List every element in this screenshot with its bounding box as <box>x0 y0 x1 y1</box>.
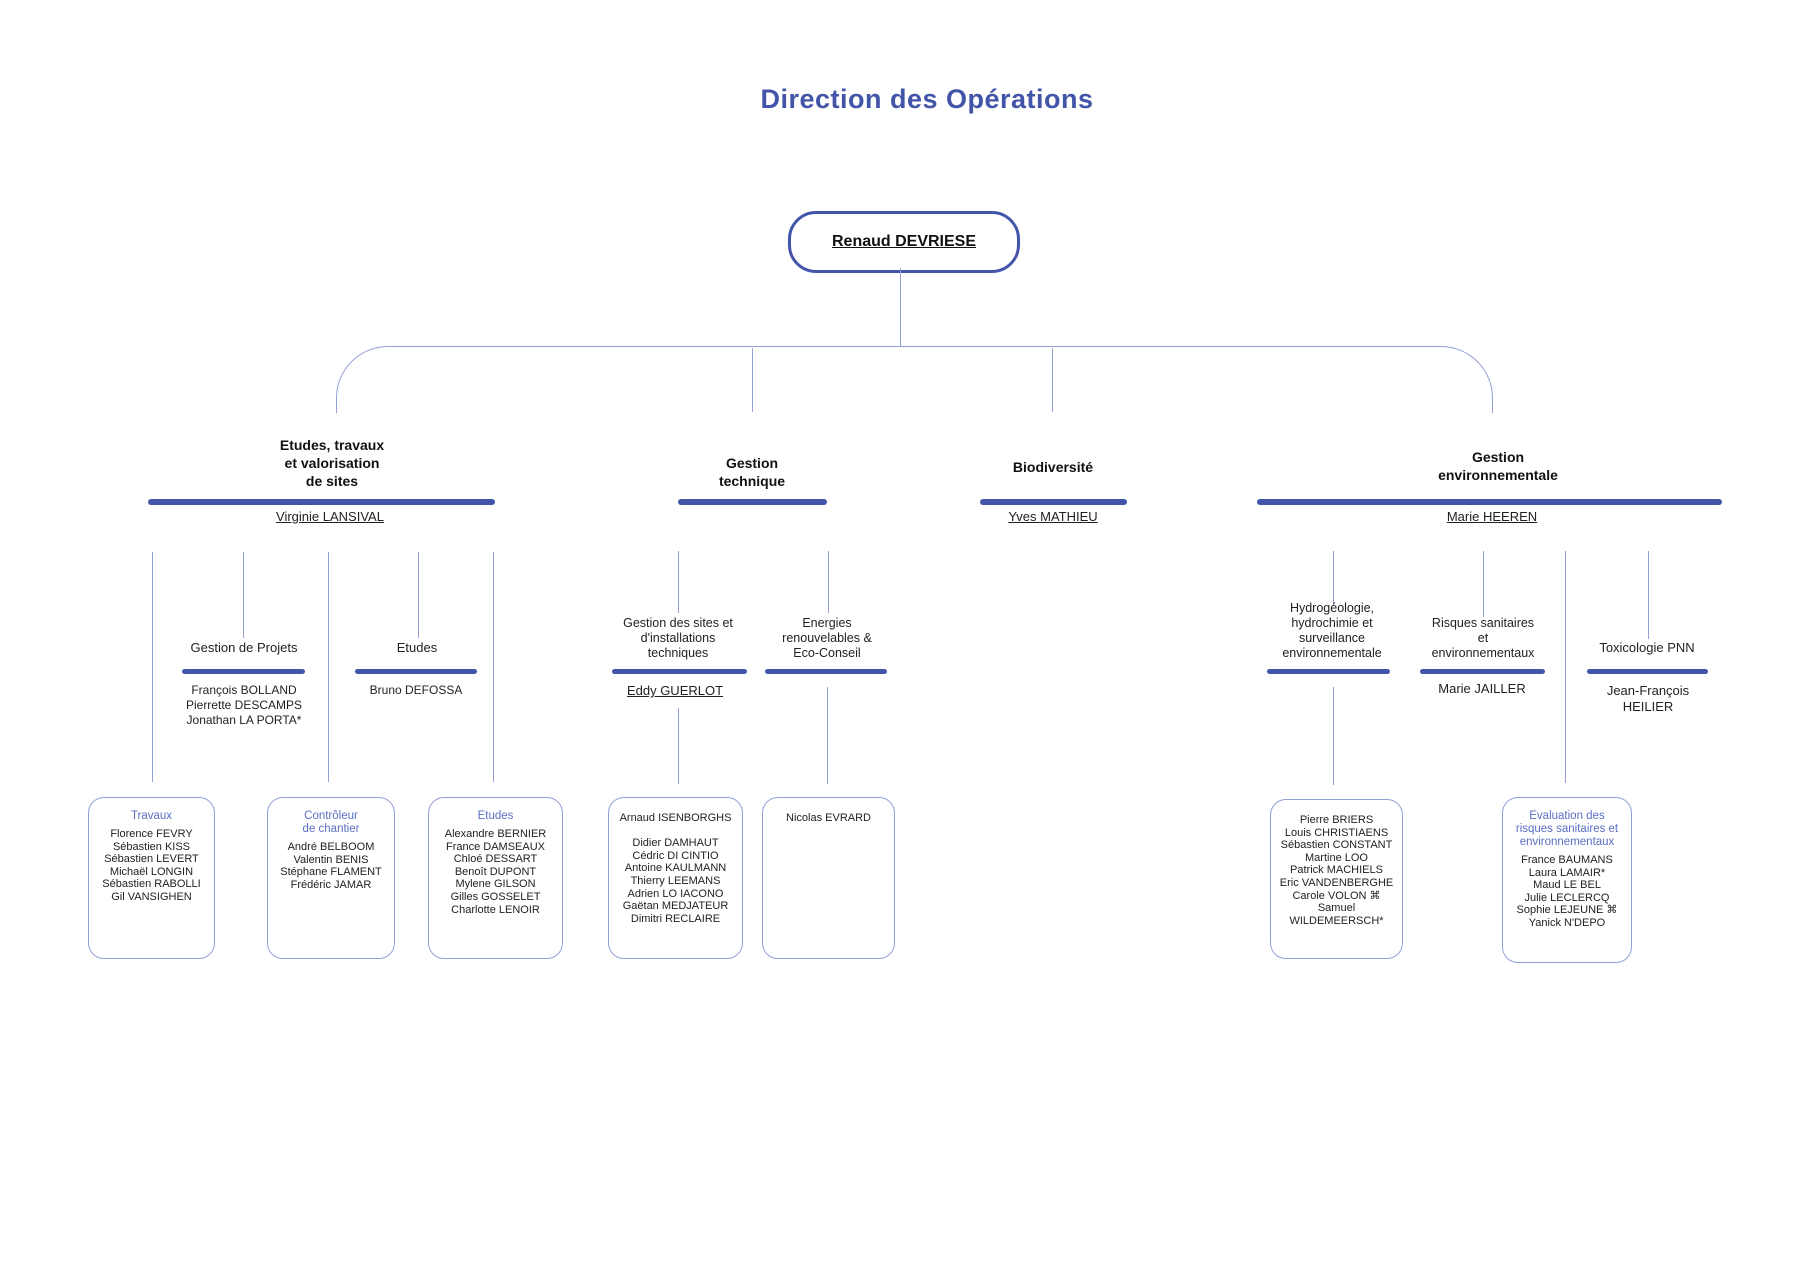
branch4-sub1-title: Hydrogéologie, hydrochimie et surveillan… <box>1282 601 1382 660</box>
team-controleur-title: Contrôleur de chantier <box>302 810 360 835</box>
branch2-sub2-bar <box>765 669 887 674</box>
branch1-sub1-members: François BOLLAND Pierrette DESCAMPS Jona… <box>185 683 303 727</box>
team-box-energies: Nicolas EVRARD <box>762 797 895 959</box>
team-hydrogeologie-members: Pierre BRIERS Louis CHRISTIAENS Sébastie… <box>1279 814 1394 927</box>
branch1-line-sub1 <box>243 552 244 638</box>
team-gestion-sites-members: Arnaud ISENBORGHS Didier DAMHAUT Cédric … <box>619 812 732 925</box>
branch3-manager: Yves MATHIEU <box>1008 509 1098 524</box>
team-box-etudes: Etudes Alexandre BERNIER France DAMSEAUX… <box>428 797 563 959</box>
branch4-manager: Marie HEEREN <box>1446 509 1538 524</box>
team-travaux-title: Travaux <box>130 810 173 822</box>
branch4-line-team1 <box>1333 687 1334 785</box>
branch1-divider-bar <box>148 499 495 505</box>
branch2-sub1-title: Gestion des sites et d'installations tec… <box>623 616 733 660</box>
branch1-line-team1 <box>152 552 153 782</box>
branch4-sub3-manager: Jean-François HEILIER <box>1606 683 1690 714</box>
root-node-box: Renaud DEVRIESE <box>788 211 1020 273</box>
branch2-divider-bar <box>678 499 827 505</box>
branch4-divider-bar <box>1257 499 1722 505</box>
branch2-sub1-manager: Eddy GUERLOT <box>626 683 724 698</box>
branch4-line-sub1 <box>1333 551 1334 605</box>
branch4-sub1-bar <box>1267 669 1390 674</box>
branch2-line-sub1 <box>678 551 679 613</box>
branch4-line-sub3 <box>1648 551 1649 639</box>
connector-root-drop <box>900 268 901 346</box>
team-box-hydrogeologie: Pierre BRIERS Louis CHRISTIAENS Sébastie… <box>1270 799 1403 959</box>
branch1-line-sub2 <box>418 552 419 638</box>
team-evaluation-title: Evaluation des risques sanitaires et env… <box>1515 810 1619 848</box>
team-controleur-members: André BELBOOM Valentin BENIS Stéphane FL… <box>280 841 382 891</box>
page-title: Direction des Opérations <box>760 84 1094 114</box>
branch1-sub1-title: Gestion de Projets <box>190 640 298 655</box>
branch1-sub2-title: Etudes <box>396 640 438 655</box>
branch4-title: Gestion environnementale <box>1438 449 1558 483</box>
connector-drop-branch2 <box>752 348 753 412</box>
branch4-line-sub2 <box>1483 551 1484 617</box>
branch3-title: Biodiversité <box>1012 459 1094 475</box>
branch2-title: Gestion technique <box>718 455 786 489</box>
branch4-line-team2 <box>1565 551 1566 783</box>
branch4-sub3-title: Toxicologie PNN <box>1599 640 1695 655</box>
branch4-sub2-bar <box>1420 669 1545 674</box>
connector-drop-branch3 <box>1052 348 1053 412</box>
team-box-gestion-sites: Arnaud ISENBORGHS Didier DAMHAUT Cédric … <box>608 797 743 959</box>
team-etudes-title: Etudes <box>477 810 514 822</box>
branch4-sub2-title: Risques sanitaires et environnementaux <box>1431 616 1535 660</box>
team-evaluation-members: France BAUMANS Laura LAMAIR* Maud LE BEL… <box>1516 854 1618 929</box>
branch4-sub3-bar <box>1587 669 1708 674</box>
branch1-sub2-bar <box>355 669 477 674</box>
team-travaux-members: Florence FEVRY Sébastien KISS Sébastien … <box>102 828 201 903</box>
branch2-line-team2 <box>827 687 828 784</box>
team-box-evaluation-risques: Evaluation des risques sanitaires et env… <box>1502 797 1632 963</box>
root-node-label: Renaud DEVRIESE <box>831 233 977 250</box>
branch4-sub2-manager: Marie JAILLER <box>1438 681 1526 696</box>
branch1-sub2-members: Bruno DEFOSSA <box>369 683 463 697</box>
team-box-controleur-chantier: Contrôleur de chantier André BELBOOM Val… <box>267 797 395 959</box>
branch1-manager: Virginie LANSIVAL <box>276 509 384 524</box>
branch1-line-team3 <box>493 552 494 782</box>
branch2-sub2-title: Energies renouvelables & Eco-Conseil <box>782 616 872 660</box>
branch1-title: Etudes, travaux et valorisation de sites <box>279 437 385 489</box>
team-energies-members: Nicolas EVRARD <box>786 812 871 824</box>
team-etudes-members: Alexandre BERNIER France DAMSEAUX Chloé … <box>444 828 547 916</box>
branch3-divider-bar <box>980 499 1127 505</box>
connector-rail <box>336 346 1493 413</box>
branch1-line-team2 <box>328 552 329 782</box>
branch2-line-team1 <box>678 708 679 784</box>
branch2-sub1-bar <box>612 669 747 674</box>
team-box-travaux: Travaux Florence FEVRY Sébastien KISS Sé… <box>88 797 215 959</box>
branch2-line-sub2 <box>828 551 829 613</box>
branch1-sub1-bar <box>182 669 305 674</box>
